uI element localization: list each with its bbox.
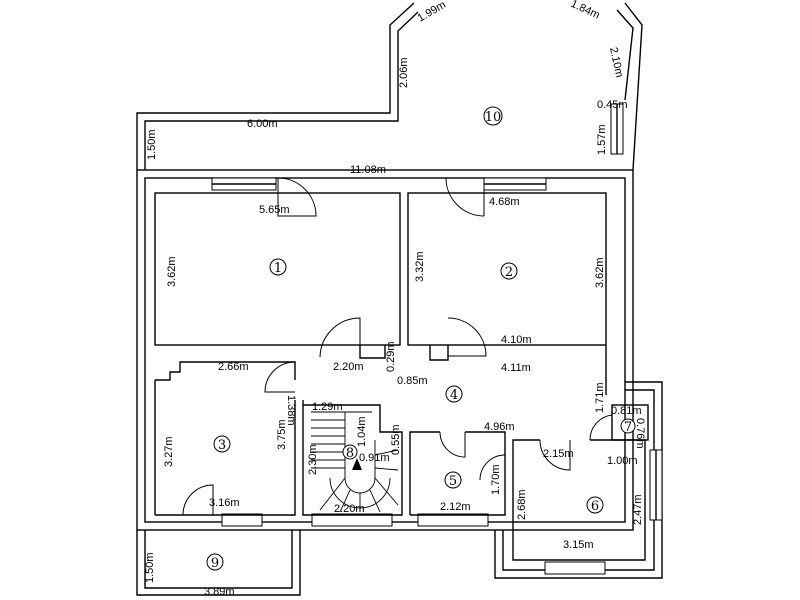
dimension-label: 4.10m	[501, 334, 532, 346]
dimension-label: 1.04m	[356, 416, 368, 447]
dimension-label: 4.11m	[501, 362, 531, 374]
dimension-label: 2.30m	[307, 444, 319, 475]
room-number-5: 5	[444, 471, 462, 489]
dimension-label: 5.65m	[259, 204, 290, 216]
svg-text:3: 3	[218, 438, 226, 453]
door-room-1-south	[319, 317, 361, 358]
interior-walls	[154, 192, 649, 561]
room-number-2: 2	[500, 262, 518, 280]
door-room-6	[539, 439, 571, 471]
dimension-label: 3.62m	[594, 257, 606, 288]
door-room-5-east	[479, 454, 506, 481]
dimension-label: 2.20m	[334, 503, 365, 515]
dimension-label: 0.76m	[634, 418, 646, 449]
dimension-label: 2.12m	[440, 501, 471, 513]
dimension-label: 3.62m	[166, 256, 178, 287]
svg-text:1: 1	[274, 261, 282, 276]
dimension-label: 1.29m	[312, 401, 343, 413]
dimension-label: 3.27m	[163, 436, 175, 467]
door-room-2-north	[445, 177, 485, 217]
dimension-label: 0.55m	[390, 424, 402, 455]
door-room-7	[589, 414, 613, 441]
dimension-label: 3.32m	[414, 251, 426, 282]
room-number-7: 7	[620, 418, 636, 435]
dimension-label: 4.68m	[489, 196, 520, 208]
dimension-label: 1.57m	[596, 124, 608, 155]
door-room-5	[439, 431, 466, 458]
door-room-2-south	[447, 317, 487, 357]
room-numbers: 1 2 3 4 5 6 7 8 9 10	[206, 106, 636, 571]
dimension-label: 0.81m	[611, 405, 642, 417]
dimension-label: 0.85m	[397, 375, 428, 387]
room-number-10: 10	[483, 106, 503, 126]
svg-text:5: 5	[449, 474, 457, 489]
svg-text:4: 4	[450, 388, 458, 403]
dimension-label: 3.16m	[209, 497, 240, 509]
windows	[211, 177, 663, 575]
dimension-label: 2.68m	[516, 489, 528, 520]
door-room-3	[264, 361, 296, 393]
svg-text:7: 7	[624, 420, 632, 435]
dimension-label: 2.06m	[398, 57, 410, 88]
dimension-label: 11.08m	[350, 164, 386, 176]
dimension-label: 1.70m	[490, 464, 502, 495]
dimension-label: 1.50m	[146, 129, 158, 160]
dimension-label: 1.71m	[594, 382, 606, 413]
svg-text:10: 10	[485, 110, 502, 125]
dimension-label: 3.15m	[563, 539, 594, 551]
dimension-label: 0.29m	[385, 341, 397, 372]
dimension-label: 2.10m	[607, 46, 625, 78]
dimension-label: 0.45m	[597, 99, 628, 111]
stair-arrow-icon	[352, 458, 362, 470]
dimension-label: 2.20m	[333, 361, 364, 373]
doors	[182, 177, 613, 516]
room-number-3: 3	[213, 435, 231, 453]
dimension-label: 1.38m	[285, 395, 297, 426]
dimension-label: 0.91m	[359, 452, 390, 464]
room-number-4: 4	[445, 385, 463, 403]
svg-text:9: 9	[211, 556, 219, 571]
terrace-outline	[136, 2, 643, 171]
door-room-9	[182, 484, 214, 516]
dimension-label: 1.84m	[569, 0, 602, 22]
dimension-label: 4.96m	[484, 421, 515, 433]
dimension-label: 6.00m	[247, 118, 278, 130]
room-number-1: 1	[269, 258, 287, 276]
door-room-1-north	[277, 177, 317, 217]
room-number-8: 8	[342, 444, 358, 461]
dimension-label: 3.75m	[276, 419, 288, 450]
dimension-label: 3.89m	[204, 586, 235, 598]
room-number-9: 9	[206, 553, 224, 571]
dimension-label: 2.47m	[632, 494, 644, 525]
svg-text:8: 8	[346, 446, 354, 461]
dimension-label: 2.66m	[218, 361, 249, 373]
dimension-label: 1.99m	[416, 0, 448, 25]
staircase	[311, 411, 399, 513]
dimension-labels: 1.99m 1.84m 2.06m 2.10m 0.45m 6.00m 1.50…	[144, 0, 646, 598]
dimension-label: 1.00m	[607, 455, 638, 467]
dimension-label: 2.15m	[543, 448, 574, 460]
dimension-label: 1.50m	[144, 552, 156, 583]
svg-text:2: 2	[505, 265, 513, 280]
svg-text:6: 6	[591, 499, 599, 514]
room-number-6: 6	[586, 496, 604, 514]
